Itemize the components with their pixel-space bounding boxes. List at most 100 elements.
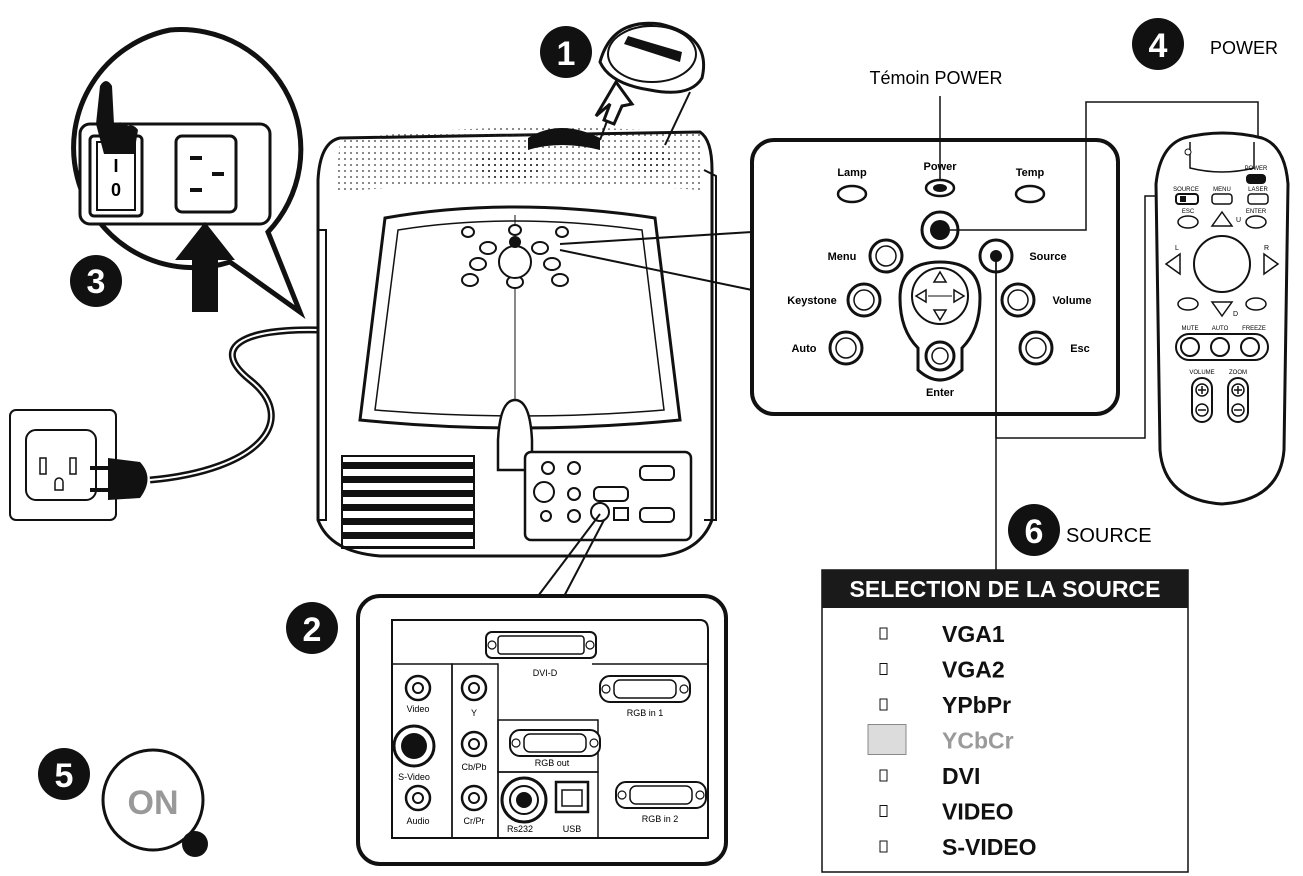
- svg-text:Auto: Auto: [791, 343, 816, 355]
- on-button[interactable]: ON: [101, 748, 208, 857]
- remote-power-button[interactable]: [1246, 174, 1266, 184]
- power-inlet: [174, 134, 238, 214]
- svg-text:Rs232: Rs232: [507, 824, 533, 834]
- rgb-in-1-port[interactable]: RGB in 1: [599, 675, 691, 718]
- rgb-out-port[interactable]: RGB out: [509, 729, 601, 768]
- power-label: POWER: [1210, 38, 1278, 58]
- enter-button[interactable]: Enter: [924, 340, 956, 399]
- power-switch-callout: I 0: [71, 27, 306, 319]
- svg-text:R: R: [1264, 245, 1269, 252]
- source-selection-menu: SELECTION DE LA SOURCE VGA1VGA2YPbPrYCbC…: [821, 569, 1189, 873]
- video-port[interactable]: Video: [404, 674, 432, 714]
- source-menu-item[interactable]: VGA2: [879, 657, 1005, 683]
- remote-freeze-button[interactable]: [1240, 337, 1260, 357]
- keystone-button[interactable]: Keystone: [787, 282, 882, 318]
- svg-text:SOURCE: SOURCE: [1173, 187, 1199, 193]
- svg-text:Menu: Menu: [828, 251, 857, 263]
- remote-esc-button[interactable]: [1177, 215, 1199, 229]
- source-menu-item[interactable]: VGA1: [879, 621, 1005, 647]
- rgb-in-2-port[interactable]: RGB in 2: [615, 781, 707, 824]
- switch-off-mark: 0: [111, 180, 121, 200]
- svg-text:L: L: [1175, 245, 1179, 252]
- source-menu-item[interactable]: S-VIDEO: [879, 834, 1037, 860]
- remote-enter-button[interactable]: [1245, 215, 1267, 229]
- source-menu-marker: [879, 698, 888, 711]
- control-panel: Lamp Power Temp Menu Source: [750, 138, 1120, 416]
- remote-mute-button[interactable]: [1180, 337, 1200, 357]
- source-menu-item-label: YPbPr: [942, 692, 1011, 718]
- svg-text:VOLUME: VOLUME: [1189, 370, 1214, 376]
- svg-text:RGB out: RGB out: [535, 758, 570, 768]
- svg-text:Video: Video: [407, 704, 430, 714]
- step-4-badge: 4: [1132, 18, 1184, 70]
- auto-button[interactable]: Auto: [791, 330, 864, 366]
- lamp-indicator: Lamp: [836, 167, 868, 204]
- svg-text:ENTER: ENTER: [1246, 209, 1267, 215]
- svg-text:2: 2: [303, 611, 322, 649]
- svg-text:5: 5: [55, 757, 74, 795]
- source-menu-marker: [879, 769, 888, 782]
- svg-text:MENU: MENU: [1213, 187, 1231, 193]
- cb-pb-port[interactable]: Cb/Pb: [460, 730, 488, 772]
- svg-text:D: D: [1233, 311, 1238, 318]
- svg-text:Enter: Enter: [926, 387, 955, 399]
- svg-text:Y: Y: [471, 708, 477, 718]
- svg-text:ZOOM: ZOOM: [1229, 370, 1247, 376]
- source-label: SOURCE: [1066, 525, 1152, 547]
- svg-text:S-Video: S-Video: [398, 772, 430, 782]
- svg-text:ON: ON: [128, 784, 179, 822]
- finger-pointer-icon: [96, 81, 138, 154]
- remote-menu-button[interactable]: [1211, 193, 1233, 205]
- source-menu-marker: [867, 724, 907, 755]
- power-cord: [149, 326, 321, 484]
- step-6-badge: 6: [1008, 504, 1060, 556]
- svg-text:Esc: Esc: [1070, 343, 1090, 355]
- switch-on-mark: I: [113, 156, 118, 176]
- source-menu-title: SELECTION DE LA SOURCE: [850, 576, 1161, 602]
- step-5-badge: 5: [38, 748, 90, 800]
- io-panel-detail: DVI-D Video Y RGB in 1 S-Video Cb/Pb: [356, 594, 728, 866]
- remote-auto-button[interactable]: [1210, 337, 1230, 357]
- source-menu-item[interactable]: DVI: [879, 763, 980, 789]
- svg-text:DVI-D: DVI-D: [533, 668, 558, 678]
- step-3-badge: 3: [70, 255, 122, 307]
- svg-text:3: 3: [87, 263, 106, 301]
- dvi-d-port[interactable]: DVI-D: [485, 631, 597, 678]
- source-menu-item-label: VGA2: [942, 657, 1005, 683]
- volume-button[interactable]: Volume: [1000, 282, 1091, 318]
- s-video-port[interactable]: S-Video: [392, 724, 436, 782]
- source-menu-item-label: YCbCr: [942, 728, 1014, 754]
- svg-text:Lamp: Lamp: [837, 167, 867, 179]
- svg-text:U: U: [1236, 217, 1241, 224]
- remote-mouse-pad[interactable]: [1193, 235, 1251, 293]
- source-menu-item[interactable]: VIDEO: [879, 799, 1014, 825]
- remote-source-button[interactable]: [1175, 193, 1199, 205]
- svg-text:AUTO: AUTO: [1212, 326, 1229, 332]
- svg-text:Cr/Pr: Cr/Pr: [464, 816, 485, 826]
- temp-indicator: Temp: [1014, 167, 1046, 204]
- rs232-port[interactable]: Rs232: [500, 776, 548, 834]
- audio-port[interactable]: Audio: [404, 784, 432, 826]
- svg-text:RGB in 2: RGB in 2: [642, 814, 679, 824]
- y-port[interactable]: Y: [460, 674, 488, 718]
- direction-pad[interactable]: [898, 260, 982, 382]
- temoin-power-label: Témoin POWER: [869, 68, 1002, 88]
- esc-button[interactable]: Esc: [1018, 330, 1090, 366]
- source-menu-marker: [879, 663, 888, 675]
- remote-laser-button[interactable]: [1247, 193, 1269, 205]
- svg-text:FREEZE: FREEZE: [1242, 326, 1266, 332]
- menu-button[interactable]: Menu: [828, 238, 904, 274]
- power-plug: [90, 458, 148, 500]
- step-2-badge: 2: [286, 602, 338, 654]
- source-menu-item-label: VIDEO: [942, 799, 1014, 825]
- usb-port[interactable]: USB: [554, 780, 590, 834]
- svg-text:4: 4: [1149, 27, 1168, 65]
- svg-text:LASER: LASER: [1248, 187, 1268, 193]
- power-button[interactable]: [920, 210, 960, 250]
- source-menu-item[interactable]: YPbPr: [879, 692, 1011, 718]
- cr-pr-port[interactable]: Cr/Pr: [460, 784, 488, 826]
- source-menu-item[interactable]: YCbCr: [867, 724, 1014, 755]
- svg-text:Temp: Temp: [1016, 167, 1045, 179]
- svg-text:Source: Source: [1029, 251, 1066, 263]
